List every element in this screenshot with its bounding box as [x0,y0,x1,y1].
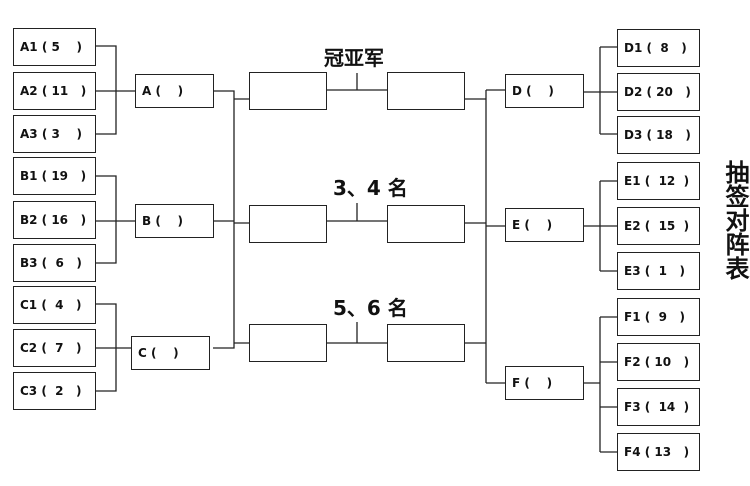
team-e1: E1 ( 12 ) [617,162,700,200]
champion-connector [327,73,387,91]
third-connector [327,203,387,222]
team-c3: C3 ( 2 ) [13,372,96,410]
team-b1: B1 ( 19 ) [13,157,96,195]
group-b-box: B ( ) [135,204,214,238]
draw-table-title: 抽签对阵表 [721,160,750,280]
champion-right-box [387,72,465,110]
third-right-box [387,205,465,243]
group-e-box: E ( ) [505,208,584,242]
connector-e [583,180,617,272]
connector-c [96,303,131,392]
fifth-left-box [249,324,327,362]
team-b3: B3 ( 6 ) [13,244,96,282]
fifth-right-box [387,324,465,362]
connector-f [583,316,617,453]
spine-left-links [234,98,249,344]
team-d2: D2 ( 20 ) [617,73,700,111]
connector-a [96,45,135,135]
connector-b [96,175,135,264]
spine-right [485,89,505,384]
team-f3: F3 ( 14 ) [617,388,700,426]
fifth-sixth-heading: 5、6 名 [333,296,408,320]
team-c2: C2 ( 7 ) [13,329,96,367]
team-b2: B2 ( 16 ) [13,201,96,239]
team-e2: E2 ( 15 ) [617,207,700,245]
team-c1: C1 ( 4 ) [13,286,96,324]
spine-right-links [465,98,486,344]
team-d1: D1 ( 8 ) [617,29,700,67]
champion-heading: 冠亚军 [324,46,384,70]
team-e3: E3 ( 1 ) [617,252,700,290]
champion-left-box [249,72,327,110]
team-a2: A2 ( 11 ) [13,72,96,110]
team-f2: F2 ( 10 ) [617,343,700,381]
third-left-box [249,205,327,243]
fifth-connector [327,322,387,344]
group-f-box: F ( ) [505,366,584,400]
spine-left [213,90,235,349]
connector-d [583,46,617,135]
third-fourth-heading: 3、4 名 [333,176,408,200]
group-d-box: D ( ) [505,74,584,108]
group-a-box: A ( ) [135,74,214,108]
group-c-box: C ( ) [131,336,210,370]
team-d3: D3 ( 18 ) [617,116,700,154]
team-f4: F4 ( 13 ) [617,433,700,471]
team-a1: A1 ( 5 ) [13,28,96,66]
team-a3: A3 ( 3 ) [13,115,96,153]
team-f1: F1 ( 9 ) [617,298,700,336]
